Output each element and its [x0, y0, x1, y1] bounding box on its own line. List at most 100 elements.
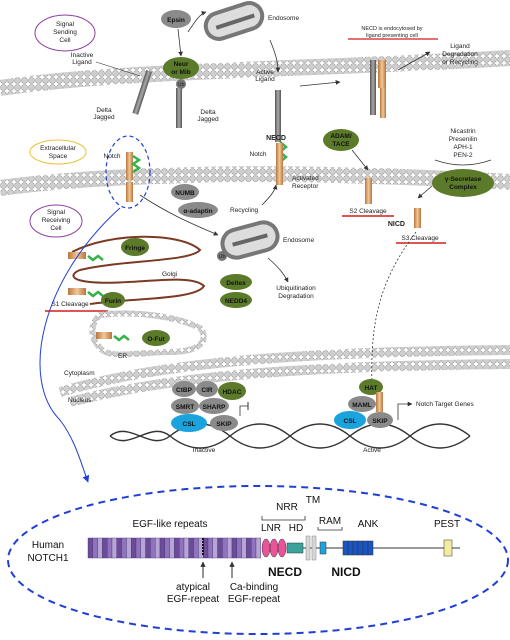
- inactive-ligand: Inactive Ligand Delta Jagged: [71, 52, 153, 121]
- gamma-secretase: Nicastrin Presenilin APH-1 PEN-2 γ-Secre…: [369, 128, 494, 387]
- nedd4-label: NEDD4: [225, 298, 247, 305]
- signal-sending-line3: Cell: [59, 37, 71, 44]
- necd-endocytosis: NECD is endocytosed by ligand presenting…: [299, 26, 478, 118]
- nicd-domain-label: NICD: [331, 565, 361, 579]
- s3-cleavage-label: S3 Cleavage: [401, 235, 439, 242]
- zoom-connector: [39, 207, 121, 483]
- lnr-label: LNR: [261, 523, 281, 534]
- egf-repeat: [154, 537, 161, 559]
- pest-label: PEST: [434, 519, 460, 530]
- egf-repeat: [87, 537, 94, 559]
- nicastrin-line2: Presenilin: [449, 136, 478, 143]
- extracellular-line1: Extracellular: [40, 145, 77, 152]
- egf-repeat: [150, 537, 156, 559]
- activated-receptor: NECD Notch Activated Receptor: [250, 135, 320, 190]
- egf-repeats-label: EGF-like repeats: [132, 519, 207, 530]
- nicastrin-line1: Nicastrin: [450, 128, 476, 135]
- endosome-top: Endosome: [187, 1, 299, 41]
- egf-repeat: [164, 537, 170, 559]
- inactive-label: Inactive: [193, 447, 216, 454]
- egf-repeat: [250, 537, 257, 559]
- ank-label: ANK: [358, 519, 379, 530]
- egf-repeat: [241, 537, 247, 559]
- o-fut-label: O-Fut: [147, 336, 165, 343]
- egf-repeat: [140, 537, 146, 559]
- egf-repeat: [174, 537, 180, 559]
- egf-repeat: [102, 537, 108, 559]
- egf-repeat: [111, 537, 118, 559]
- notch-receptor-left: Notch: [104, 135, 151, 209]
- hd-label: HD: [289, 523, 303, 534]
- neur-mib-line1: Neur: [174, 61, 189, 68]
- er-label: ER: [118, 353, 127, 360]
- egf-repeat: [193, 537, 199, 559]
- active-ligand: Active Ligand: [255, 39, 281, 142]
- egf-repeat: [106, 537, 113, 559]
- endoplasmic-reticulum: O-Fut ER: [89, 310, 207, 360]
- protein-line2: NOTCH1: [27, 553, 69, 564]
- ubiquitination-line2: Degradation: [278, 293, 314, 300]
- egf-repeat: [236, 537, 242, 559]
- furin-label: Furin: [105, 298, 121, 305]
- signal-receiving-line1: Signal: [47, 209, 66, 216]
- protein-line1: Human: [32, 540, 64, 551]
- nicd-label: NICD: [388, 221, 405, 228]
- signal-receiving-line2: Receiving: [42, 217, 71, 224]
- egf-repeat: [169, 537, 175, 559]
- signal-receiving-line3: Cell: [50, 225, 62, 232]
- numb-label: NUMB: [175, 190, 195, 197]
- numb-alpha-adaptin: NUMB α-adaptin Recycling: [171, 184, 278, 218]
- s1-cleavage-label: S1 Cleavage: [51, 301, 89, 308]
- ram-label: RAM: [319, 516, 341, 527]
- epsin-label: Epsin: [167, 17, 185, 24]
- ligand-degradation-line2: Degradation: [442, 51, 478, 58]
- tm-label: TM: [306, 495, 320, 506]
- cir-label: CIR: [201, 387, 213, 394]
- egf-repeat: [97, 537, 103, 559]
- ub-top: Ub: [177, 82, 184, 88]
- active-ligand-line2: Ligand: [255, 76, 275, 83]
- nuclear-membrane: [58, 345, 510, 407]
- egf-repeat: [226, 537, 233, 559]
- hdac-label: HDAC: [223, 389, 242, 396]
- upper-membrane: [0, 50, 510, 96]
- endosome-top-label: Endosome: [268, 15, 299, 22]
- egf-repeat: [222, 537, 228, 559]
- hat-label: HAT: [365, 385, 378, 392]
- dna-helix: [109, 423, 471, 449]
- necd-note-line2: ligand presenting cell: [366, 33, 418, 39]
- deltex-nedd4: Deltex NEDD4 Ubiquitination Degradation: [220, 274, 316, 308]
- delta-jagged-left-line1: Delta: [96, 107, 112, 114]
- egf-repeat: [217, 537, 223, 559]
- egf-repeat: [126, 537, 132, 559]
- egf-repeat-bar: [87, 537, 262, 559]
- maml-label: MAML: [352, 402, 372, 409]
- ub-mid: Ub: [218, 254, 225, 260]
- signal-sending-line2: Sending: [53, 29, 77, 36]
- ctbp-label: CtBP: [176, 387, 193, 394]
- necd-note-line1: NECD is endocytosed by: [361, 26, 422, 32]
- notch-target-genes-label: Notch Target Genes: [416, 401, 474, 408]
- recycling-label: Recycling: [230, 207, 259, 214]
- nicastrin-line3: APH-1: [453, 144, 473, 151]
- egf-repeat: [135, 537, 142, 559]
- csl-active-label: CSL: [344, 418, 357, 425]
- inactive-complex: CtBP CIR HDAC SMRT SHARP CSL SKIP Inacti…: [171, 381, 249, 454]
- egf-repeat: [188, 537, 194, 559]
- epsin-pill: Epsin: [161, 10, 191, 57]
- fringe-label: Fringe: [125, 245, 145, 252]
- notch-mid-label: Notch: [250, 151, 267, 158]
- nicastrin-line4: PEN-2: [453, 152, 473, 159]
- egf-repeat: [92, 537, 98, 559]
- cytoplasm-label: Cytoplasm: [64, 370, 95, 377]
- golgi: Fringe Golgi Furin S1 Cleavage: [45, 235, 206, 312]
- signal-sending-line1: Signal: [56, 21, 75, 28]
- csl-inactive-label: CSL: [183, 421, 196, 428]
- sharp-label: SHARP: [203, 404, 226, 411]
- ca-binding-line1: Ca-binding: [230, 582, 278, 593]
- activated-receptor-line1: Activated: [292, 175, 319, 182]
- signal-sending-cell-oval: Signal Sending Cell: [34, 14, 96, 52]
- extracellular-space-oval: Extracellular Space: [29, 139, 87, 165]
